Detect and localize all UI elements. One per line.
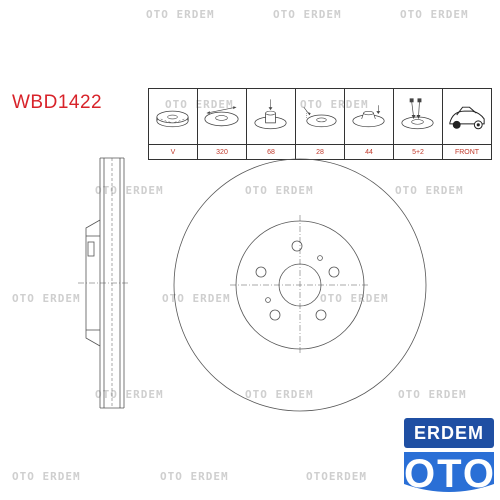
spec-column-diameter: 320 [198,89,247,159]
spec-value-bolt-holes: 5+2 [412,148,424,156]
logo-text-bottom: OTO [404,452,496,496]
spec-column-center-bore: 68 [247,89,296,159]
spec-column-height: 44 [345,89,394,159]
spec-column-thickness: 28 [296,89,345,159]
watermark: OTO ERDEM [12,292,81,305]
brake-disc-drawing [78,157,427,412]
bolt-holes-icon [394,89,442,145]
brand-logo: ERDEM OTO [404,418,494,496]
watermark: OTO ERDEM [146,8,215,21]
center-bore-icon [247,89,295,145]
spec-value-diameter: 320 [216,148,228,156]
spec-column-axle: FRONT [443,89,491,159]
brand-logo-shape [404,418,494,492]
disc-height-icon [345,89,393,145]
watermark: OTO ERDEM [165,98,234,111]
disc-front-view [173,158,427,412]
spec-table: V 320 68 [148,88,492,160]
watermark: OTO ERDEM [273,8,342,21]
spec-value-vented: V [170,148,176,156]
watermark: OTO ERDEM [400,8,469,21]
disc-side-section [78,157,130,409]
disc-diameter-icon [198,89,246,145]
spec-value-center-bore: 68 [267,148,275,156]
watermark: OTO ERDEM [398,388,467,401]
watermark: OTOERDEM [306,470,367,483]
watermark: OTO ERDEM [160,470,229,483]
vented-disc-icon [149,89,197,145]
logo-text-top: ERDEM [413,423,484,443]
car-axle-icon [443,89,491,145]
watermark: OTO ERDEM [245,184,314,197]
watermark: OTO ERDEM [95,388,164,401]
watermark: OTO ERDEM [320,292,389,305]
disc-thickness-icon [296,89,344,145]
spec-column-bolt-holes: 5+2 [394,89,443,159]
spec-column-vented: V [149,89,198,159]
watermark: OTO ERDEM [12,470,81,483]
watermark: OTO ERDEM [300,98,369,111]
watermark: OTO ERDEM [395,184,464,197]
watermark: OTO ERDEM [245,388,314,401]
spec-value-thickness: 28 [316,148,324,156]
part-number: WBD1422 [12,92,103,113]
watermark: OTO ERDEM [162,292,231,305]
spec-value-height: 44 [365,148,373,156]
spec-value-axle: FRONT [454,148,480,156]
